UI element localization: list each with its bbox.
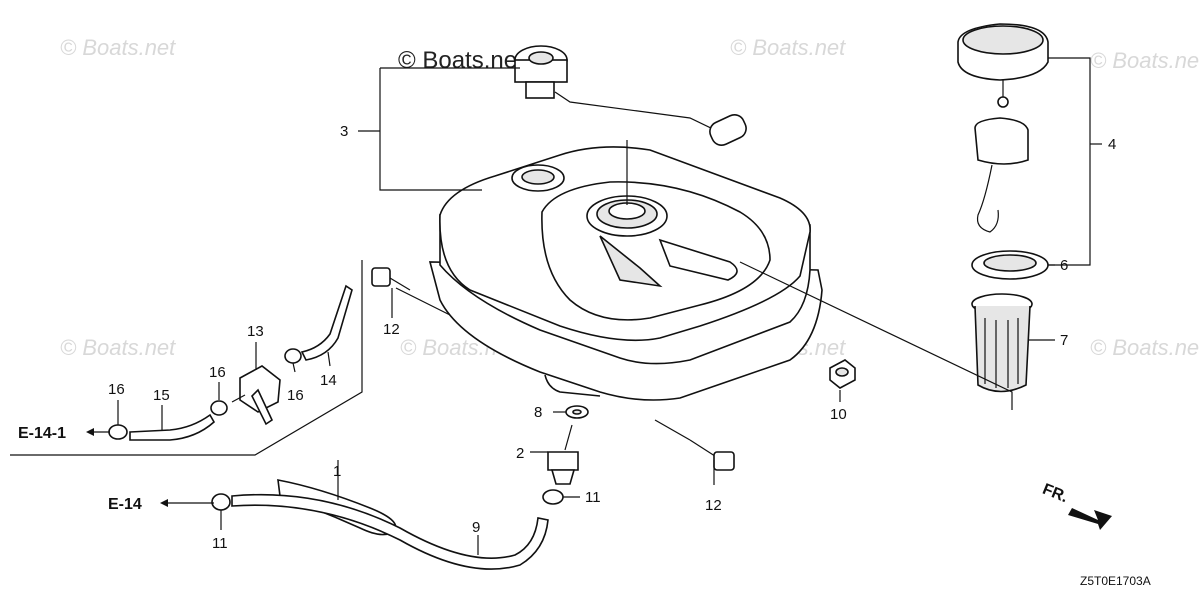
callout-8: 8	[534, 404, 542, 421]
cap-packing	[971, 250, 1049, 280]
fuel-cap	[957, 23, 1049, 233]
washer	[565, 405, 589, 419]
watermark: © Boats.net	[730, 35, 846, 60]
callout-13: 13	[247, 323, 264, 340]
callout-7: 7	[1060, 332, 1068, 349]
callout-16: 16	[287, 387, 304, 404]
callout-2: 2	[516, 445, 524, 462]
leader-lines	[10, 57, 1102, 555]
callout-15: 15	[153, 387, 170, 404]
fuel-cock	[231, 365, 281, 426]
ref-e-14-1: E-14-1	[18, 425, 66, 442]
callout-16: 16	[108, 381, 125, 398]
tube-clip-mid	[210, 400, 228, 416]
hose-clip-center	[542, 489, 564, 505]
callout-14: 14	[320, 372, 337, 389]
callout-3: 3	[340, 123, 348, 140]
tube-clip-left	[108, 424, 128, 440]
flange-bolt-left	[371, 267, 411, 291]
fuel-tube-lower	[129, 413, 216, 441]
watermark-main: © Boats.net	[398, 47, 524, 74]
reference-arrows	[86, 428, 214, 507]
callout-12: 12	[383, 321, 400, 338]
fuel-tube-upper	[300, 284, 353, 361]
nut	[829, 359, 856, 389]
ref-e-14: E-14	[108, 496, 142, 513]
fuel-tank	[428, 146, 823, 401]
hose-clip-lower-left	[211, 493, 231, 511]
front-label: FR.	[1040, 481, 1070, 506]
callouts: 1 2 3 4 6 7 8 9 10 11 11 12 12 13 14 15 …	[108, 123, 1116, 552]
callout-9: 9	[472, 519, 480, 536]
watermark: © Boats.net	[1090, 48, 1200, 73]
front-direction-arrow: FR.	[1040, 481, 1112, 530]
flange-bolt-right	[689, 439, 735, 471]
fuel-strainer	[971, 293, 1033, 393]
diagram-code: Z5T0E1703A	[1080, 574, 1151, 588]
fuel-hose-tube	[231, 493, 549, 570]
drain-joint	[547, 424, 579, 485]
callout-16: 16	[209, 364, 226, 381]
callout-6: 6	[1060, 257, 1068, 274]
tube-clip-right	[284, 348, 302, 364]
fuel-gauge	[514, 45, 747, 146]
callout-11: 11	[585, 489, 601, 506]
callout-12: 12	[705, 497, 722, 514]
callout-4: 4	[1108, 136, 1116, 153]
callout-11: 11	[212, 535, 228, 552]
watermark: © Boats.net	[1090, 335, 1200, 360]
callout-10: 10	[830, 406, 847, 423]
callout-1: 1	[333, 463, 341, 480]
watermark: © Boats.net	[60, 335, 176, 360]
watermark: © Boats.net	[60, 35, 176, 60]
